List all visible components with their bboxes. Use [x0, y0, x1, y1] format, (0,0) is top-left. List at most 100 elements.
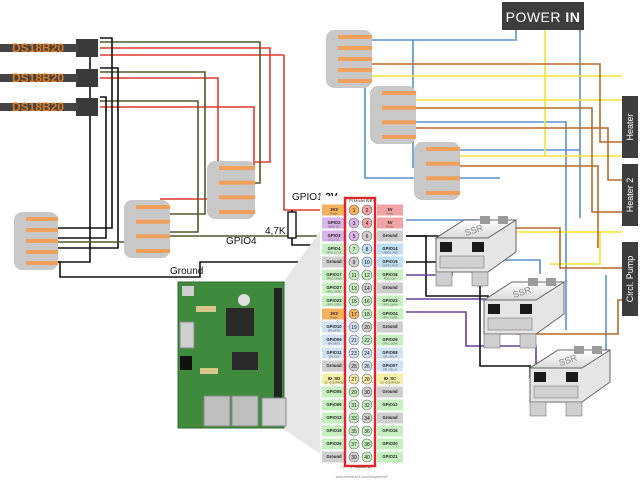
sensor-plug — [76, 69, 98, 87]
gpio4-label: GPIO4 — [226, 236, 257, 247]
ssr-screw — [480, 216, 490, 224]
pin-number: 3 — [353, 221, 356, 227]
sensor-2: DS18B20 — [0, 69, 98, 87]
pin-number: 39 — [351, 455, 357, 461]
ssr-screw — [546, 278, 556, 286]
pin-37 — [348, 438, 360, 450]
left-pin-cell — [322, 347, 346, 359]
pin-number: 33 — [351, 416, 357, 422]
pin-5 — [348, 230, 360, 242]
wago-pin — [338, 68, 372, 72]
wago-pin — [136, 249, 170, 253]
left-pin-cell — [322, 334, 346, 346]
ssr-top — [528, 349, 612, 369]
pin-14 — [361, 282, 373, 294]
pin-24 — [361, 347, 373, 359]
wago-pin — [338, 46, 372, 50]
right-pin-cell — [377, 243, 403, 255]
sensor1-olive-wire — [100, 41, 261, 184]
pin-26 — [361, 360, 373, 372]
sensor3-olive-wire — [100, 100, 199, 233]
wago-body — [414, 142, 460, 200]
right-pin-cell — [377, 438, 403, 450]
wago-pin — [26, 239, 58, 243]
pin-number: 20 — [364, 325, 370, 331]
pin-number: 27 — [351, 377, 357, 383]
wago-pin — [136, 234, 170, 239]
right-pin-sub: GPIO_GEN4 — [383, 302, 399, 306]
ssr-screw — [574, 346, 584, 354]
power-in-box — [502, 2, 584, 30]
left-pin-sub: I2C ID EEPROM — [324, 380, 343, 384]
ssr-relay-1: SSR — [434, 216, 518, 287]
pin-27 — [348, 373, 360, 385]
left-pin-cell — [322, 399, 346, 411]
pin-number: 30 — [364, 390, 370, 396]
left-pin-cell — [322, 217, 346, 229]
right-pin-cell — [377, 412, 403, 424]
wago-body — [370, 86, 416, 144]
pin-8 — [361, 243, 373, 255]
right-pin-cell — [377, 256, 403, 268]
blue-ssr-4 — [570, 275, 607, 356]
wago-connector — [370, 86, 416, 144]
left-pin-cell — [322, 256, 346, 268]
sensor3-black-wire — [58, 96, 107, 239]
sensor-label: DS18B20 — [12, 71, 64, 85]
ssr-top — [482, 281, 566, 301]
wago-pin — [426, 147, 460, 151]
wago-pin — [382, 105, 416, 110]
power-in-bold: IN — [565, 9, 580, 25]
pin-number: 24 — [364, 351, 370, 357]
ssr-terminal — [534, 372, 546, 382]
right-pin-label: GPIO16 — [382, 428, 398, 433]
pin-number: 1 — [353, 208, 356, 214]
output-1: Heater — [622, 96, 638, 158]
right-pin-sub: GPIO_GEN5 — [383, 315, 399, 319]
pin-34 — [361, 412, 373, 424]
sensor1-black-wire — [58, 37, 113, 229]
pi-audio — [180, 356, 192, 370]
pin-number: 31 — [351, 403, 357, 409]
pin-number: 6 — [366, 234, 369, 240]
output-tab — [622, 96, 638, 158]
pin-38 — [361, 438, 373, 450]
left-pin-cell — [322, 425, 346, 437]
left-pin-label: GPIO26 — [326, 441, 342, 446]
pin-number: 14 — [364, 286, 370, 292]
left-pin-label: GPIO06 — [326, 402, 342, 407]
left-pin-sub: GPIO_GEN3 — [327, 302, 343, 306]
right-pin-cell — [377, 425, 403, 437]
left-pin-sub: SDA1 I2C — [328, 224, 340, 228]
pin-17 — [348, 308, 360, 320]
left-pin-cell — [322, 308, 346, 320]
sensor-cable — [0, 74, 78, 82]
right-pin-cell — [377, 217, 403, 229]
output-tab — [622, 242, 638, 316]
left-pin-cell — [322, 295, 346, 307]
pin-29 — [348, 386, 360, 398]
sensor-cable — [0, 103, 78, 111]
pin-number: 11 — [351, 273, 356, 279]
pin-number: 13 — [351, 286, 357, 292]
right-pin-label: GPIO25 — [382, 337, 398, 342]
pin-number: 10 — [364, 260, 370, 266]
sensor-label: DS18B20 — [12, 100, 64, 114]
pin-number: 29 — [351, 390, 357, 396]
right-pin-cell — [377, 347, 403, 359]
sensor1-red-wire — [100, 47, 271, 163]
pin-number: 34 — [364, 416, 370, 422]
pin-number: 19 — [351, 325, 357, 331]
